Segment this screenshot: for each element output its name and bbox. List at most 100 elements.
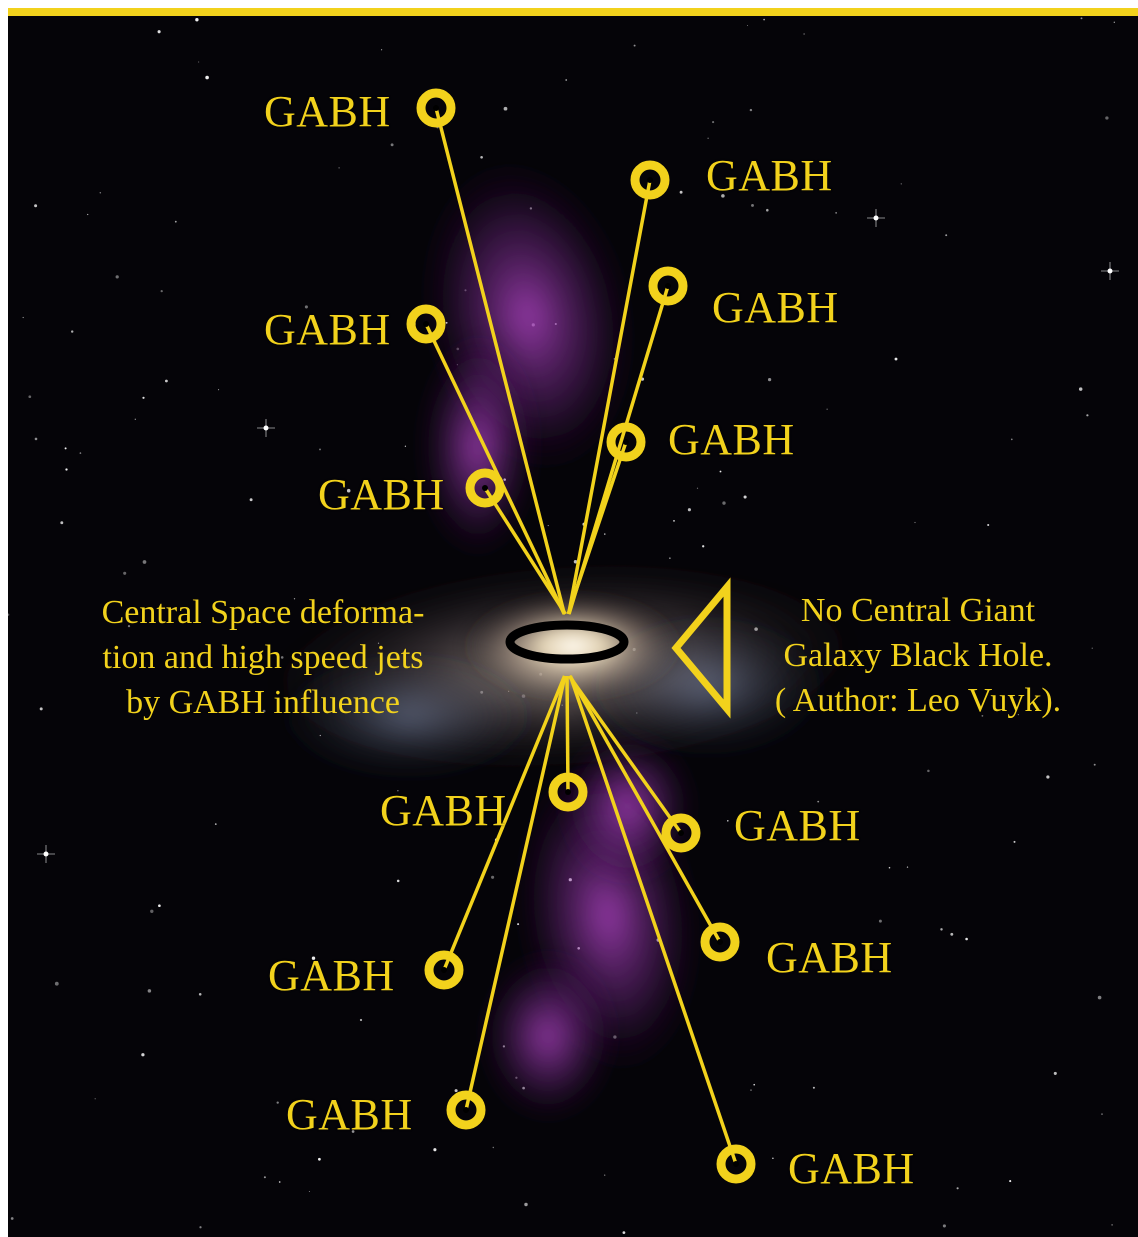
star: [391, 143, 394, 146]
star: [319, 448, 321, 450]
star: [1079, 387, 1082, 390]
ring-dot-icon: [553, 777, 583, 807]
star: [720, 471, 722, 473]
star: [750, 1089, 752, 1091]
star: [455, 1089, 458, 1092]
star: [277, 1101, 279, 1103]
star: [813, 1087, 815, 1089]
gabh-label: GABH: [668, 418, 795, 462]
star: [722, 501, 725, 504]
star: [491, 876, 494, 879]
gabh-label: GABH: [380, 789, 507, 833]
star: [957, 1187, 959, 1189]
ring-dot-icon: [411, 309, 441, 339]
star: [940, 928, 942, 930]
star: [895, 358, 898, 361]
star: [965, 938, 968, 941]
star: [55, 982, 59, 986]
star: [753, 1084, 755, 1086]
star: [95, 1098, 96, 1099]
star: [504, 107, 508, 111]
ring-dot-icon: [611, 427, 641, 457]
star: [150, 910, 153, 913]
star: [175, 221, 177, 223]
gabh-label: GABH: [766, 936, 893, 980]
star: [879, 920, 882, 923]
star: [727, 820, 729, 822]
star: [34, 204, 37, 207]
star: [1046, 775, 1049, 778]
star: [634, 45, 636, 47]
gabh-label: GABH: [788, 1147, 915, 1191]
star: [199, 1226, 201, 1228]
star: [835, 212, 836, 213]
star: [747, 25, 748, 26]
star: [604, 1174, 605, 1175]
star: [763, 19, 765, 21]
star: [702, 545, 704, 547]
star: [1105, 116, 1108, 119]
star: [945, 234, 947, 236]
star: [750, 109, 752, 111]
star: [950, 933, 953, 936]
star: [987, 524, 989, 526]
star: [71, 330, 73, 332]
star: [100, 192, 101, 193]
star: [141, 1053, 144, 1056]
star: [1054, 1072, 1057, 1075]
star: [907, 866, 908, 867]
star: [148, 989, 152, 993]
star: [1011, 439, 1013, 441]
star: [360, 1019, 362, 1021]
star: [744, 495, 747, 498]
star: [927, 770, 930, 773]
star: [673, 520, 675, 522]
star: [548, 525, 549, 526]
star: [264, 1176, 266, 1178]
star: [250, 498, 253, 501]
star: [381, 49, 382, 50]
star: [680, 191, 683, 194]
left-note-line: tion and high speed jets: [78, 635, 448, 680]
star: [827, 409, 828, 410]
left-note-line: Central Space deforma-: [78, 590, 448, 635]
star: [751, 204, 754, 207]
gabh-label: GABH: [264, 308, 391, 352]
gabh-label: GABH: [712, 286, 839, 330]
star: [158, 30, 161, 33]
star: [604, 533, 605, 534]
star: [198, 61, 199, 62]
star: [279, 1181, 281, 1183]
star: [1081, 17, 1083, 19]
star: [65, 447, 67, 449]
ring-dot-icon: [429, 955, 459, 985]
star: [60, 521, 63, 524]
star: [1098, 996, 1102, 1000]
gabh-label: GABH: [268, 954, 395, 998]
ring-dot-icon: [635, 165, 665, 195]
star: [1086, 414, 1088, 416]
left-note-line: by GABH influence: [78, 680, 448, 725]
star: [205, 76, 209, 80]
star: [524, 1203, 527, 1206]
left-note: Central Space deforma- tion and high spe…: [78, 590, 448, 725]
star: [1014, 841, 1016, 843]
star: [1111, 1224, 1113, 1226]
star: [433, 1148, 436, 1151]
star: [318, 1158, 321, 1161]
star: [218, 389, 219, 390]
star: [688, 508, 691, 511]
gabh-label: GABH: [734, 804, 861, 848]
star: [23, 317, 24, 318]
gabh-label: GABH: [264, 90, 391, 134]
star: [143, 560, 147, 564]
right-note-line: No Central Giant: [733, 588, 1103, 633]
star: [493, 1147, 494, 1148]
star: [123, 572, 126, 575]
star: [565, 79, 567, 81]
star: [766, 209, 769, 212]
ring-dot-icon: [451, 1095, 481, 1125]
star: [803, 33, 804, 34]
star: [11, 1217, 14, 1220]
